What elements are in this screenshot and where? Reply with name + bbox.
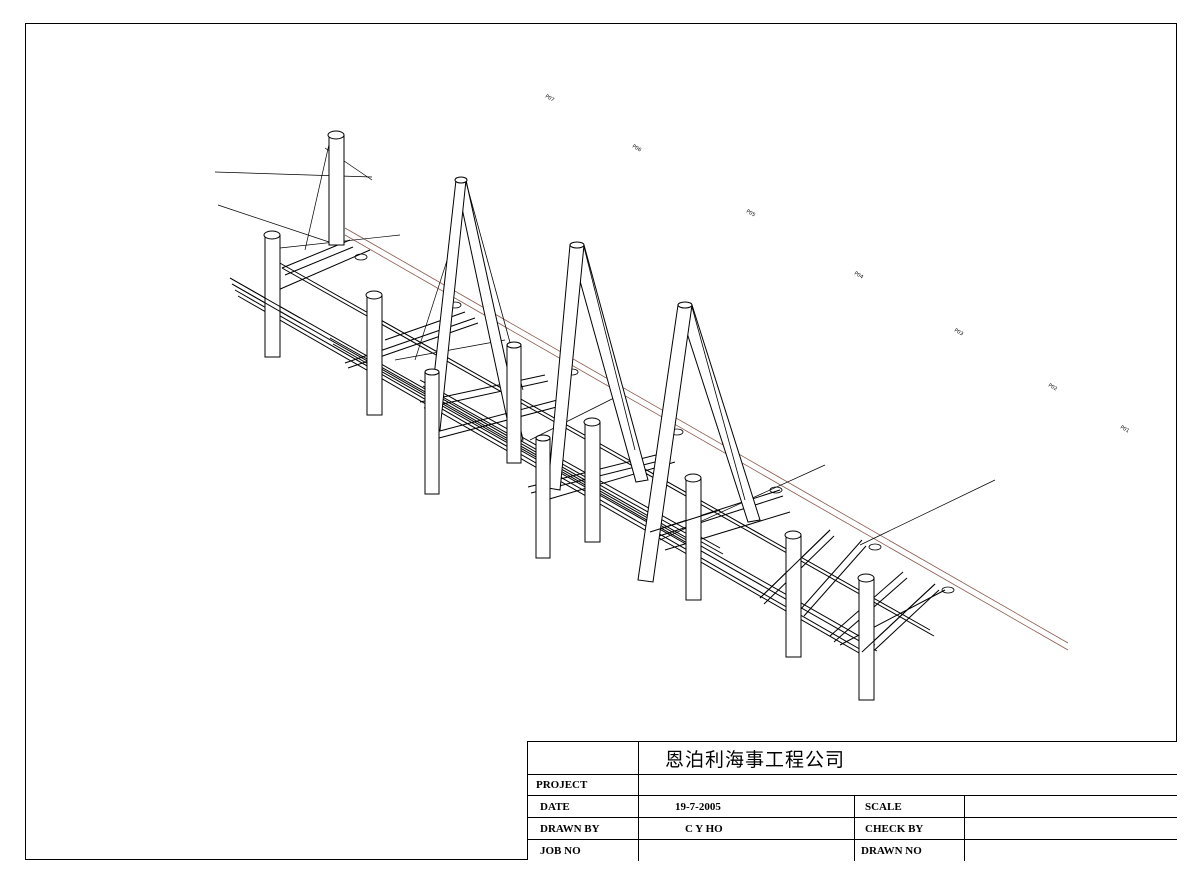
date-label: DATE	[540, 800, 570, 813]
pile-tag-p02: P02	[1047, 383, 1058, 393]
scale-label: SCALE	[854, 796, 964, 817]
pile-tag-p05: P05	[745, 209, 756, 219]
title-block: 恩泊利海事工程公司 PROJECT DATE 19-7-2005 SCALE D…	[527, 741, 1177, 861]
pile-tags: P07 P06 P05 P04 P03 P02 P01	[544, 94, 1130, 435]
title-row-project: PROJECT	[528, 775, 1177, 796]
pile-tag-p03: P03	[953, 328, 964, 338]
drawn-by-value: C Y HO	[638, 818, 854, 839]
company-name: 恩泊利海事工程公司	[665, 748, 846, 771]
pile-tag-p01: P01	[1119, 425, 1130, 435]
drawn-no-label: DRAWN NO	[854, 840, 964, 861]
project-value	[638, 775, 1178, 795]
pile-tag-p07: P07	[544, 94, 555, 104]
date-value: 19-7-2005	[638, 796, 854, 817]
pile-tag-p04: P04	[853, 271, 864, 281]
title-row-date: DATE 19-7-2005 SCALE	[528, 796, 1177, 818]
longitudinal-beams	[229, 261, 935, 662]
vertical-piles	[263, 130, 875, 701]
beam-overlays	[229, 277, 936, 653]
title-row-drawn-by: DRAWN BY C Y HO CHECK BY	[528, 818, 1177, 840]
project-label: PROJECT	[536, 779, 588, 791]
scale-value	[964, 796, 1178, 817]
pile-tag-p06: P06	[631, 144, 642, 154]
job-no-value	[638, 840, 854, 861]
check-by-value	[964, 818, 1178, 839]
guide-lines	[344, 227, 1069, 651]
check-by-label: CHECK BY	[854, 818, 964, 839]
drawn-no-value	[964, 840, 1178, 861]
job-no-label: JOB NO	[540, 844, 581, 857]
company-name-cell: 恩泊利海事工程公司	[638, 742, 1178, 774]
title-row-job-no: JOB NO DRAWN NO	[528, 840, 1177, 861]
title-row-company: 恩泊利海事工程公司	[528, 742, 1177, 775]
drawn-by-label: DRAWN BY	[540, 822, 600, 835]
